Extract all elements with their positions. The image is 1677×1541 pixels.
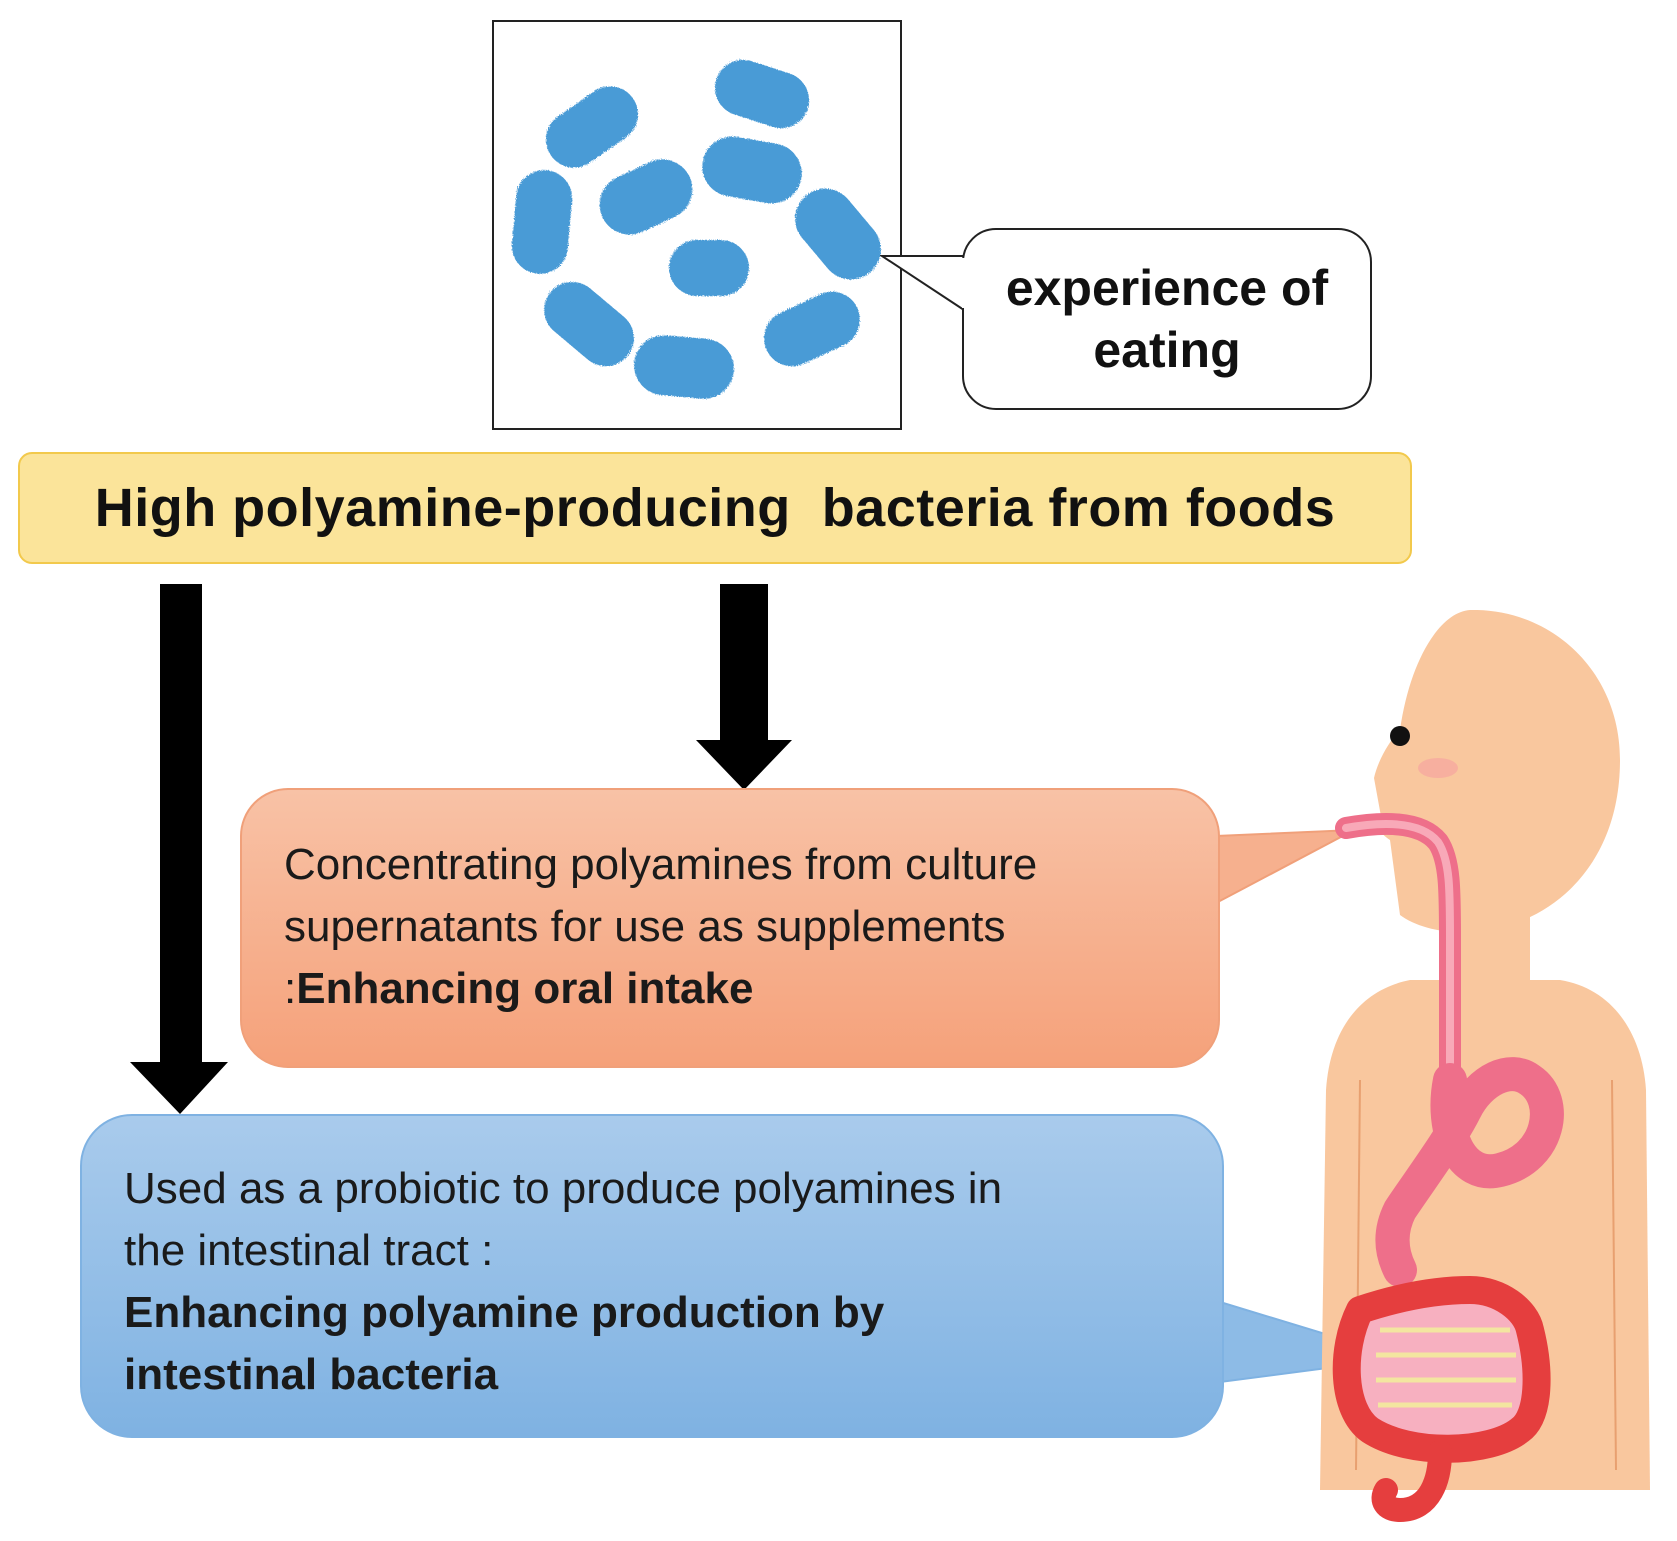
experience-line-1: experience of: [1005, 260, 1329, 316]
oral-intake-text: Concentrating polyamines from culture su…: [284, 834, 1204, 1020]
experience-line-2: eating: [1093, 322, 1241, 378]
probiotic-line-2: the intestinal tract :: [124, 1226, 494, 1275]
bubble-tail-cover: [962, 258, 968, 308]
rod-bacteria-icon: [511, 59, 881, 399]
probiotic-line-3: Enhancing polyamine production by: [124, 1288, 885, 1337]
probiotic-text: Used as a probiotic to produce polyamine…: [124, 1158, 1184, 1406]
probiotic-line-1: Used as a probiotic to produce polyamine…: [124, 1164, 1003, 1213]
human-digestive-system-icon: [1320, 610, 1650, 1523]
bubble-tail: [880, 255, 965, 311]
title-banner: High polyamine-producing bacteria from f…: [18, 452, 1412, 564]
probiotic-box: Used as a probiotic to produce polyamine…: [80, 1114, 1224, 1438]
probiotic-line-4: intestinal bacteria: [124, 1350, 499, 1399]
experience-text: experience of eating: [987, 257, 1347, 381]
oral-line-2: supernatants for use as supplements: [284, 902, 1006, 951]
oral-line-3: :Enhancing oral intake: [284, 958, 1204, 1020]
arrow-down-center: [696, 584, 792, 790]
oral-line-3-bold: Enhancing oral intake: [296, 964, 754, 1013]
oral-intake-box: Concentrating polyamines from culture su…: [240, 788, 1220, 1068]
oral-line-3-prefix: :: [284, 964, 297, 1013]
arrow-down-left: [130, 584, 228, 1114]
banner-title: High polyamine-producing bacteria from f…: [94, 478, 1336, 538]
bacteria-illustration: [492, 20, 902, 430]
experience-speech-bubble: experience of eating: [962, 228, 1372, 410]
oral-line-1: Concentrating polyamines from culture: [284, 840, 1038, 889]
